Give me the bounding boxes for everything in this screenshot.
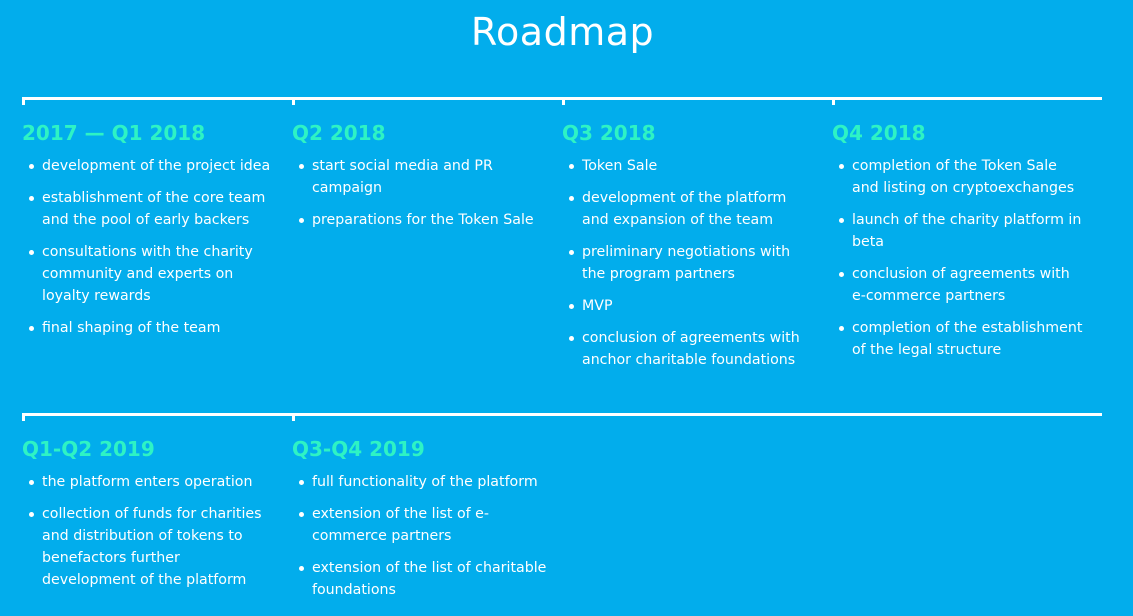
phase-title: Q1-Q2 2019 <box>22 437 155 461</box>
bullet-icon <box>839 272 844 277</box>
list-item: final shaping of the team <box>22 317 277 339</box>
list-item-text: final shaping of the team <box>42 320 221 336</box>
list-item-text: consultations with the charity community… <box>42 244 253 304</box>
bullet-icon <box>29 512 34 517</box>
bullet-icon <box>29 326 34 331</box>
list-item: launch of the charity platform in beta <box>832 209 1087 253</box>
bullet-icon <box>29 250 34 255</box>
list-item: conclusion of agreements with e-commerce… <box>832 263 1087 307</box>
list-item-text: preliminary negotiations with the progra… <box>582 244 791 282</box>
phase-title: Q2 2018 <box>292 121 386 145</box>
list-item-text: development of the platform and expansio… <box>582 190 787 228</box>
bullet-icon <box>839 326 844 331</box>
list-item-text: completion of the Token Sale and listing… <box>852 158 1075 196</box>
list-item: collection of funds for charities and di… <box>22 503 277 591</box>
list-item: preparations for the Token Sale <box>292 209 547 231</box>
bullet-icon <box>29 196 34 201</box>
list-item: conclusion of agreements with anchor cha… <box>562 327 817 371</box>
bullet-icon <box>839 218 844 223</box>
timeline-tick <box>292 97 295 105</box>
list-item: the platform enters operation <box>22 471 277 493</box>
list-item-text: launch of the charity platform in beta <box>852 212 1082 250</box>
phase-q2-2018: Q2 2018 start social media and PR campai… <box>292 119 547 241</box>
list-item-text: collection of funds for charities and di… <box>42 506 262 588</box>
phase-q3-2018: Q3 2018 Token Sale development of the pl… <box>562 119 817 381</box>
bullet-icon <box>299 480 304 485</box>
timeline-tick <box>562 97 565 105</box>
bullet-icon <box>569 250 574 255</box>
phase-title: Q3-Q4 2019 <box>292 437 425 461</box>
bullet-icon <box>29 480 34 485</box>
bullet-icon <box>839 164 844 169</box>
list-item: start social media and PR campaign <box>292 155 547 199</box>
bullet-icon <box>569 304 574 309</box>
list-item-text: conclusion of agreements with e-commerce… <box>852 266 1070 304</box>
list-item-text: extension of the list of e-commerce part… <box>312 506 490 544</box>
list-item: full functionality of the platform <box>292 471 547 493</box>
timeline-tick <box>22 413 25 421</box>
list-item: completion of the establishment of the l… <box>832 317 1087 361</box>
bullet-icon <box>299 218 304 223</box>
phase-list: the platform enters operation collection… <box>22 471 277 591</box>
phase-title: Q3 2018 <box>562 121 656 145</box>
list-item: establishment of the core team and the p… <box>22 187 277 231</box>
list-item-text: start social media and PR campaign <box>312 158 493 196</box>
phase-q3-q4-2019: Q3-Q4 2019 full functionality of the pla… <box>292 435 547 611</box>
list-item-text: the platform enters operation <box>42 474 253 490</box>
phase-list: start social media and PR campaign prepa… <box>292 155 547 231</box>
list-item-text: extension of the list of charitable foun… <box>312 560 547 598</box>
list-item-text: development of the project idea <box>42 158 271 174</box>
list-item: preliminary negotiations with the progra… <box>562 241 817 285</box>
phase-title: 2017 — Q1 2018 <box>22 121 206 145</box>
bullet-icon <box>569 164 574 169</box>
phase-q1-q2-2019: Q1-Q2 2019 the platform enters operation… <box>22 435 277 601</box>
list-item-text: Token Sale <box>582 158 658 174</box>
list-item-text: MVP <box>582 298 613 314</box>
list-item-text: full functionality of the platform <box>312 474 538 490</box>
timeline-line <box>22 413 1102 416</box>
bullet-icon <box>29 164 34 169</box>
bullet-icon <box>299 566 304 571</box>
phase-list: Token Sale development of the platform a… <box>562 155 817 371</box>
list-item: development of the platform and expansio… <box>562 187 817 231</box>
list-item: MVP <box>562 295 817 317</box>
phase-title: Q4 2018 <box>832 121 926 145</box>
list-item-text: establishment of the core team and the p… <box>42 190 266 228</box>
list-item-text: preparations for the Token Sale <box>312 212 534 228</box>
bullet-icon <box>569 196 574 201</box>
bullet-icon <box>569 336 574 341</box>
phase-list: completion of the Token Sale and listing… <box>832 155 1087 361</box>
list-item: Token Sale <box>562 155 817 177</box>
list-item-text: completion of the establishment of the l… <box>852 320 1083 358</box>
page-title: Roadmap <box>470 10 655 54</box>
list-item: extension of the list of e-commerce part… <box>292 503 547 547</box>
phase-2017-q1-2018: 2017 — Q1 2018 development of the projec… <box>22 119 277 349</box>
list-item-text: conclusion of agreements with anchor cha… <box>582 330 800 368</box>
list-item: development of the project idea <box>22 155 277 177</box>
bullet-icon <box>299 164 304 169</box>
phase-list: full functionality of the platform exten… <box>292 471 547 601</box>
phase-q4-2018: Q4 2018 completion of the Token Sale and… <box>832 119 1087 371</box>
timeline-tick <box>22 97 25 105</box>
list-item: extension of the list of charitable foun… <box>292 557 547 601</box>
bullet-icon <box>299 512 304 517</box>
timeline-tick <box>292 413 295 421</box>
timeline-tick <box>832 97 835 105</box>
list-item: consultations with the charity community… <box>22 241 277 307</box>
list-item: completion of the Token Sale and listing… <box>832 155 1087 199</box>
phase-list: development of the project idea establis… <box>22 155 277 339</box>
